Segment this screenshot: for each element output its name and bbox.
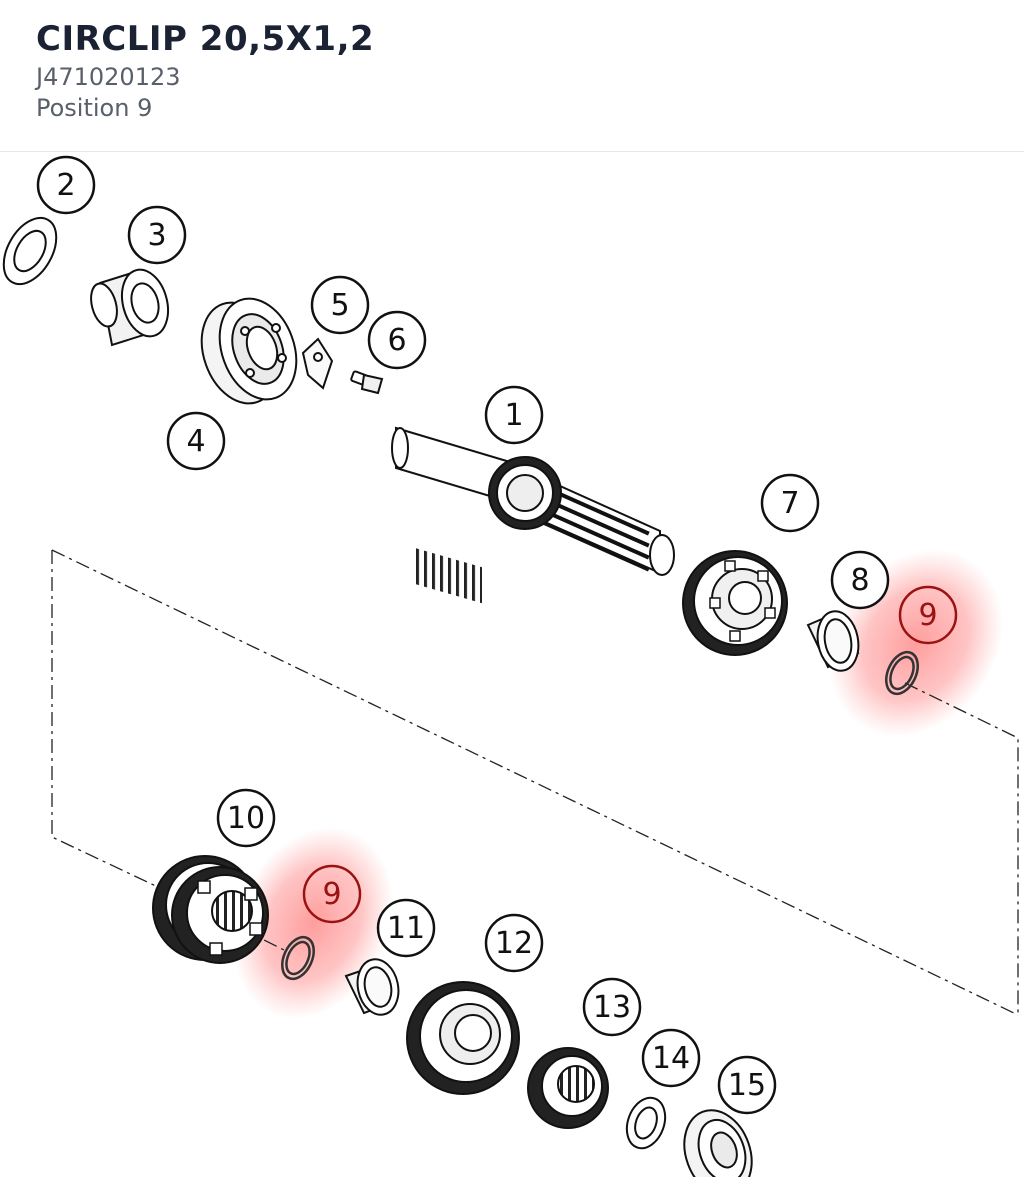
callout-label-8: 8 — [850, 563, 869, 598]
part-number: J471020123 — [36, 63, 181, 91]
bearing-part-4[interactable] — [188, 288, 309, 414]
callout-label-12: 12 — [495, 926, 533, 961]
callout-2[interactable]: 2 — [36, 155, 96, 215]
callout-label-11: 11 — [387, 911, 425, 946]
sleeve-part-11[interactable] — [344, 955, 403, 1018]
bushing-part-3[interactable] — [87, 264, 175, 347]
callout-8[interactable]: 8 — [830, 550, 890, 610]
washer-part-14[interactable] — [620, 1092, 672, 1153]
washer-part-2[interactable] — [0, 209, 67, 293]
part-header: CIRCLIP 20,5X1,2 J471020123 Position 9 — [0, 0, 1024, 152]
screw-part-6[interactable] — [350, 370, 384, 395]
callout-9-upper[interactable]: 9 — [898, 585, 958, 645]
circlip-part-9-upper[interactable] — [880, 647, 924, 699]
callout-9-lower[interactable]: 9 — [302, 864, 362, 924]
callout-3[interactable]: 3 — [127, 205, 187, 265]
callout-label-14: 14 — [652, 1041, 690, 1076]
callout-label-5: 5 — [330, 288, 349, 323]
circlip-part-9-lower[interactable] — [276, 932, 320, 984]
part-position: Position 9 — [36, 94, 153, 122]
bracket-part-5[interactable] — [301, 337, 334, 390]
callout-4[interactable]: 4 — [166, 411, 226, 471]
callout-13[interactable]: 13 — [582, 977, 642, 1037]
callout-12[interactable]: 12 — [484, 913, 544, 973]
callout-label-4: 4 — [186, 424, 205, 459]
callout-label-1: 1 — [504, 398, 523, 433]
callout-7[interactable]: 7 — [760, 473, 820, 533]
gear-part-12[interactable] — [406, 981, 520, 1095]
bearing-part-15[interactable] — [673, 1101, 763, 1177]
callout-label-7: 7 — [780, 486, 799, 521]
callout-label-9-lower: 9 — [322, 877, 341, 912]
callout-label-15: 15 — [728, 1068, 766, 1103]
callout-6[interactable]: 6 — [367, 310, 427, 370]
callout-label-3: 3 — [147, 218, 166, 253]
callout-label-9-upper: 9 — [918, 598, 937, 633]
main-shaft-part-1[interactable] — [391, 426, 675, 604]
gear-part-7[interactable] — [682, 550, 788, 656]
callout-15[interactable]: 15 — [717, 1055, 777, 1115]
callout-11[interactable]: 11 — [376, 898, 436, 958]
callout-10[interactable]: 10 — [216, 788, 276, 848]
callout-label-10: 10 — [227, 801, 265, 836]
callout-14[interactable]: 14 — [641, 1028, 701, 1088]
part-title: CIRCLIP 20,5X1,2 — [36, 19, 375, 59]
callout-5[interactable]: 5 — [310, 275, 370, 335]
callout-label-6: 6 — [387, 323, 406, 358]
callout-1[interactable]: 1 — [484, 385, 544, 445]
gear-cluster-part-10[interactable] — [152, 855, 269, 964]
callout-label-2: 2 — [56, 168, 75, 203]
exploded-parts-diagram[interactable]: 2 3 5 6 4 1 7 8 9 10 9 11 — [0, 153, 1024, 1177]
sleeve-part-8[interactable] — [806, 608, 863, 674]
gear-part-13[interactable] — [527, 1047, 609, 1129]
callout-label-13: 13 — [593, 990, 631, 1025]
